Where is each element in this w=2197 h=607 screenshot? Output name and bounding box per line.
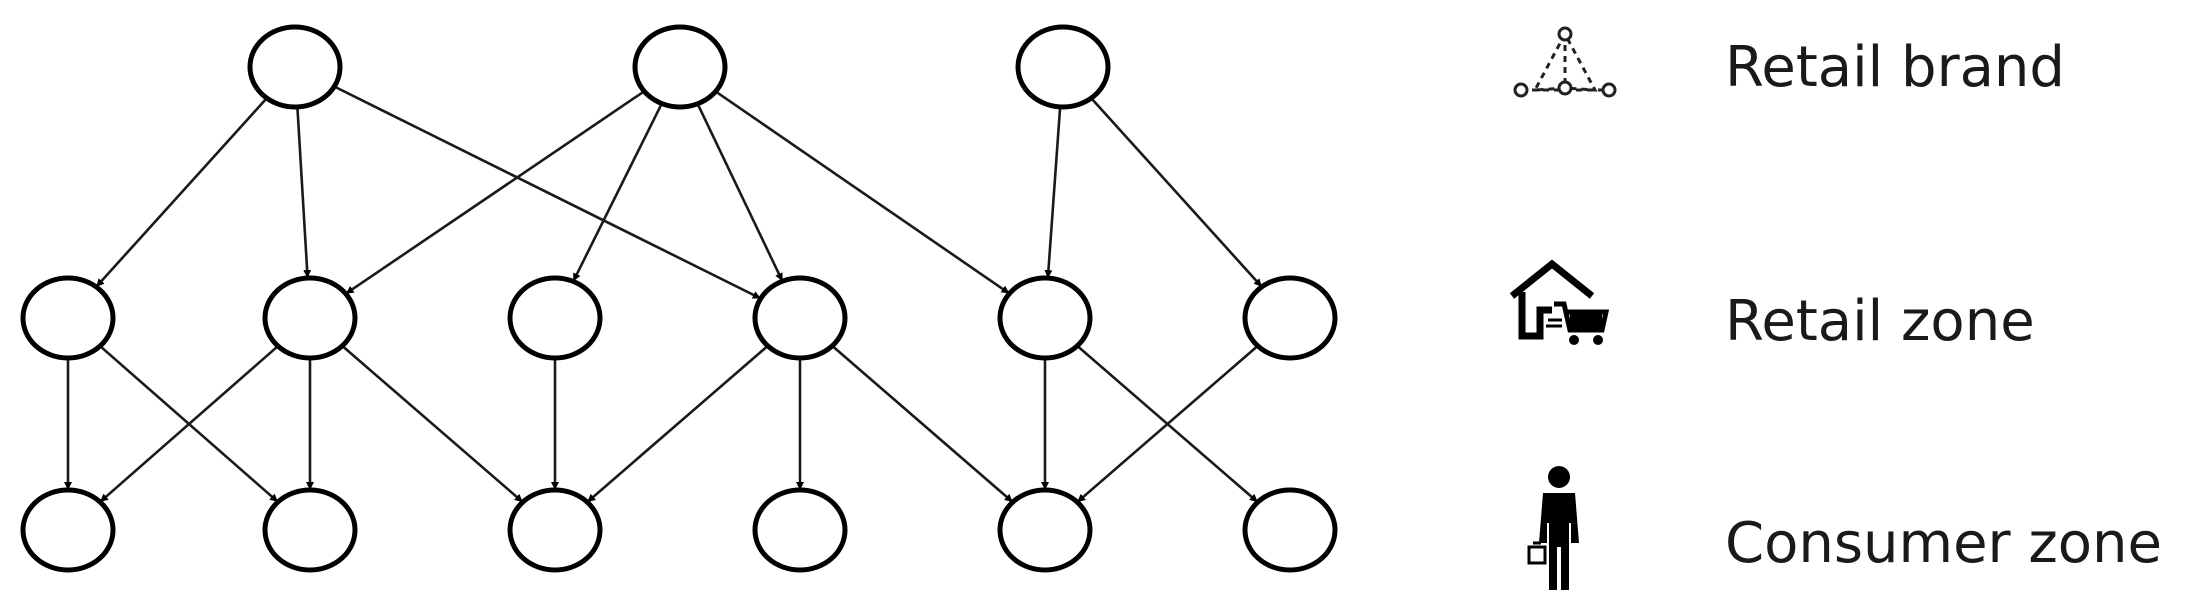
retail-node-r5 [997, 275, 1093, 361]
edge-r6-c5 [1076, 344, 1259, 504]
retail-node-r6 [1242, 275, 1338, 361]
retail-node-r2 [262, 275, 358, 361]
edge-r4-c5 [831, 344, 1014, 504]
edge-b2-r5 [714, 90, 1011, 295]
edge-r2-c3 [341, 344, 524, 504]
brand-node-b1 [247, 24, 343, 110]
legend-label-retail-brand: Retail brand [1725, 35, 2065, 100]
consumer-node-c4 [752, 487, 848, 573]
retail-node-r3 [507, 275, 603, 361]
retail-zone-icon [1509, 259, 1610, 345]
edges-layer [64, 85, 1263, 504]
brand-node-b2 [632, 24, 728, 110]
legend-label-consumer-zone: Consumer zone [1725, 511, 2162, 576]
consumer-node-c5 [997, 487, 1093, 573]
nodes-layer [20, 24, 1338, 573]
edge-b1-r4 [333, 85, 762, 300]
consumer-zone-icon [1527, 466, 1579, 590]
consumer-node-c2 [262, 487, 358, 573]
retail-brand-icon [1513, 26, 1617, 98]
edge-b1-r2 [296, 106, 312, 279]
legend: Retail brand Retail zone Consumer zone [1509, 26, 2162, 590]
edge-b1-r1 [95, 97, 268, 288]
legend-label-retail-zone: Retail zone [1725, 289, 2035, 354]
edge-b2-r4 [696, 103, 784, 282]
edge-b2-r3 [572, 102, 663, 283]
brand-node-b3 [1015, 24, 1111, 110]
edge-b3-r6 [1090, 97, 1263, 288]
retail-node-r1 [20, 275, 116, 361]
edge-r4-c3 [586, 344, 769, 504]
consumer-node-c6 [1242, 487, 1338, 573]
edge-r2-c1 [99, 345, 279, 503]
consumer-node-c3 [507, 487, 603, 573]
edge-b2-r2 [345, 90, 645, 295]
edge-b3-r5 [1044, 106, 1062, 279]
consumer-node-c1 [20, 487, 116, 573]
retail-node-r4 [752, 275, 848, 361]
